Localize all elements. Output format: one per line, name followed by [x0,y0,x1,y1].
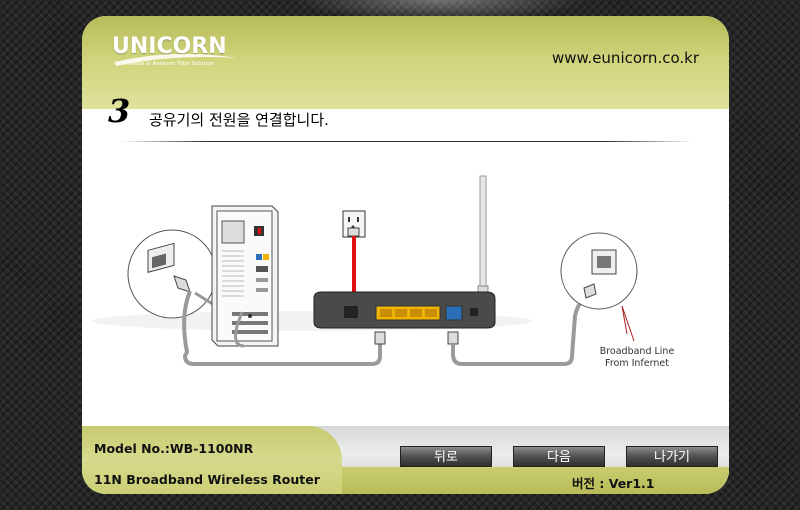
pc-tower-icon [211,205,279,347]
logo-swoosh-icon [116,53,238,66]
broadband-label: Broadband Line From Infernet [577,346,697,370]
step-instruction: 공유기의 전원을 연결합니다. [149,111,329,129]
lan-cable [182,290,386,366]
model-number: Model No.:WB-1100NR [94,441,253,456]
header-bar: UNICORN Multimedia & Network Total Solut… [82,16,729,109]
power-outlet-icon [342,210,366,238]
step-number: 3 [108,92,131,130]
pc-wall-port-callout [127,229,233,319]
back-button[interactable]: 뒤로 [400,446,492,467]
broadband-label-line2: From Infernet [605,358,669,369]
exit-button[interactable]: 나가기 [626,446,718,467]
broadband-wall-port-callout [560,232,638,342]
router-icon [313,175,496,329]
model-label: Model No.: [94,441,170,456]
version-text: 버전 : Ver1.1 [572,476,655,491]
unicorn-logo: UNICORN Multimedia & Network Total Solut… [112,30,238,72]
model-value: WB-1100NR [169,441,254,456]
title-divider [120,141,694,142]
wan-cable [447,299,584,366]
logo-text: UNICORN [112,34,227,59]
connection-diagram [92,175,638,366]
logo-tagline: Multimedia & Network Total Solution [114,61,215,67]
setup-wizard-panel: UNICORN Multimedia & Network Total Solut… [82,16,729,494]
broadband-label-line1: Broadband Line [599,346,675,357]
next-button[interactable]: 다음 [513,446,605,467]
website-url: www.eunicorn.co.kr [552,49,699,67]
footer-bar: Model No.:WB-1100NR 11N Broadband Wirele… [82,426,729,494]
product-name: 11N Broadband Wireless Router [94,472,320,487]
